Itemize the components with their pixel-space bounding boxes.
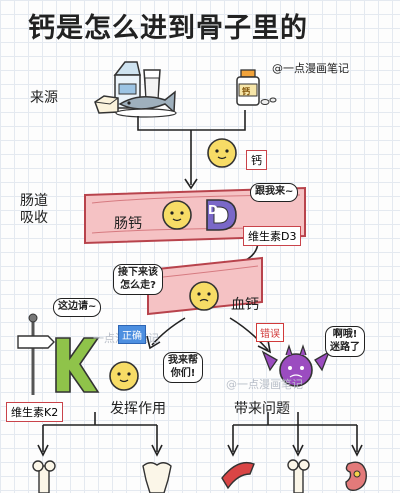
pill-icon xyxy=(269,97,277,103)
vitamin-k2-character-icon xyxy=(55,337,100,393)
signpost-icon xyxy=(17,313,55,395)
tooth-icon xyxy=(142,462,172,493)
works-label: 发挥作用 xyxy=(110,401,166,417)
lost-line-1: 啊哦! xyxy=(332,329,358,340)
help-line-1: 我来帮 xyxy=(168,355,198,366)
this-way-bubble: 这边请~ xyxy=(53,298,102,317)
d-letter: D xyxy=(208,203,218,217)
stage-source-label: 来源 xyxy=(30,90,58,106)
vitamin-d3-tag: 维生素D3 xyxy=(243,226,302,246)
devil-character-icon xyxy=(261,344,331,387)
calcium-character-icon xyxy=(109,361,139,391)
branch-arrows xyxy=(146,317,272,354)
where-next-line-1: 接下来该 xyxy=(118,267,158,278)
problems-label: 带来问题 xyxy=(234,401,290,417)
follow-me-bubble: 跟我来~ xyxy=(250,183,299,202)
lost-bubble: 啊哦! 迷路了 xyxy=(325,326,365,357)
tofu-cube-icon xyxy=(94,95,119,114)
source-connector xyxy=(137,110,246,190)
faded-watermark-bottom: @一点漫画笔记 xyxy=(226,378,303,391)
bottle-label: 钙 xyxy=(242,87,250,96)
blood-calcium-label: 血钙 xyxy=(231,297,259,313)
calcium-character-icon xyxy=(207,138,237,168)
vitamin-d3-character-icon xyxy=(206,199,237,231)
supplement-bottle-icon xyxy=(236,69,260,106)
plate-icon xyxy=(115,108,177,118)
help-bubble: 我来帮 你们! xyxy=(163,352,203,383)
where-next-bubble: 接下来该 怎么走? xyxy=(113,264,163,295)
bone-icon xyxy=(32,460,56,493)
milk-glass-icon xyxy=(143,69,161,99)
pill-icon xyxy=(260,99,270,105)
blood-vessel-icon xyxy=(221,461,255,490)
fish-icon xyxy=(118,90,176,114)
calcium-tag: 钙 xyxy=(246,150,267,170)
bottom-branches-left xyxy=(37,412,163,457)
help-line-2: 你们! xyxy=(170,367,196,379)
vitamin-k2-tag: 维生素K2 xyxy=(6,402,64,422)
page-title: 钙是怎么进到骨子里的 xyxy=(28,13,308,44)
bone-spur-icon xyxy=(287,459,310,493)
where-next-line-2: 怎么走? xyxy=(120,279,156,291)
kidney-icon xyxy=(345,461,367,492)
wrong-tag: 错误 xyxy=(256,323,284,342)
lost-line-2: 迷路了 xyxy=(330,341,360,353)
stage-absorb-label-2: 吸收 xyxy=(20,210,48,226)
calcium-character-icon xyxy=(189,281,219,311)
bottom-branches-right xyxy=(227,412,363,457)
correct-tag: 正确 xyxy=(118,325,146,344)
stage-absorb-label-1: 肠道 xyxy=(20,193,48,209)
intestinal-calcium-label: 肠钙 xyxy=(114,216,142,232)
calcium-character-icon xyxy=(162,200,192,230)
watermark: @一点漫画笔记 xyxy=(272,62,349,75)
